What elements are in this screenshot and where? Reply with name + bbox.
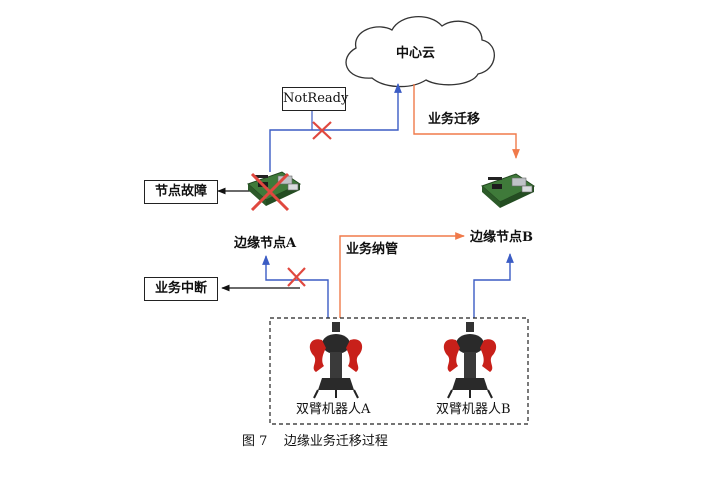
service-interrupt-box: 业务中断: [144, 277, 218, 301]
takeover-link: [339, 232, 465, 318]
edge-a-to-cloud-link: [269, 83, 402, 172]
robot-b-label: 双臂机器人B: [436, 402, 511, 417]
edge-node-a-label: 边缘节点A: [234, 236, 297, 251]
robot-b-icon: [443, 322, 497, 399]
notready-box: NotReady: [282, 87, 348, 111]
edge-node-a-fail-cross-icon: [250, 172, 290, 212]
edge-node-b-board: [481, 173, 536, 208]
figure-caption: 图 7 边缘业务迁移过程: [242, 434, 388, 449]
robot-a-icon: [309, 322, 363, 399]
node-fault-box: 节点故障: [144, 180, 218, 204]
fail-cross-icon: [312, 121, 332, 140]
robot-b-to-edge-b-link: [473, 253, 514, 318]
cloud-shape: [345, 15, 495, 88]
robot-group-frame: [269, 317, 529, 425]
edge-node-b-label: 边缘节点B: [470, 230, 533, 245]
robot-a-to-edge-a-link: [262, 255, 329, 318]
robot-a-label: 双臂机器人A: [296, 402, 371, 417]
migration-link: [413, 84, 520, 159]
cloud-label: 中心云: [396, 46, 436, 61]
migration-label: 业务迁移: [428, 112, 481, 127]
fail-cross-icon: [287, 267, 306, 287]
takeover-label: 业务纳管: [346, 242, 399, 257]
